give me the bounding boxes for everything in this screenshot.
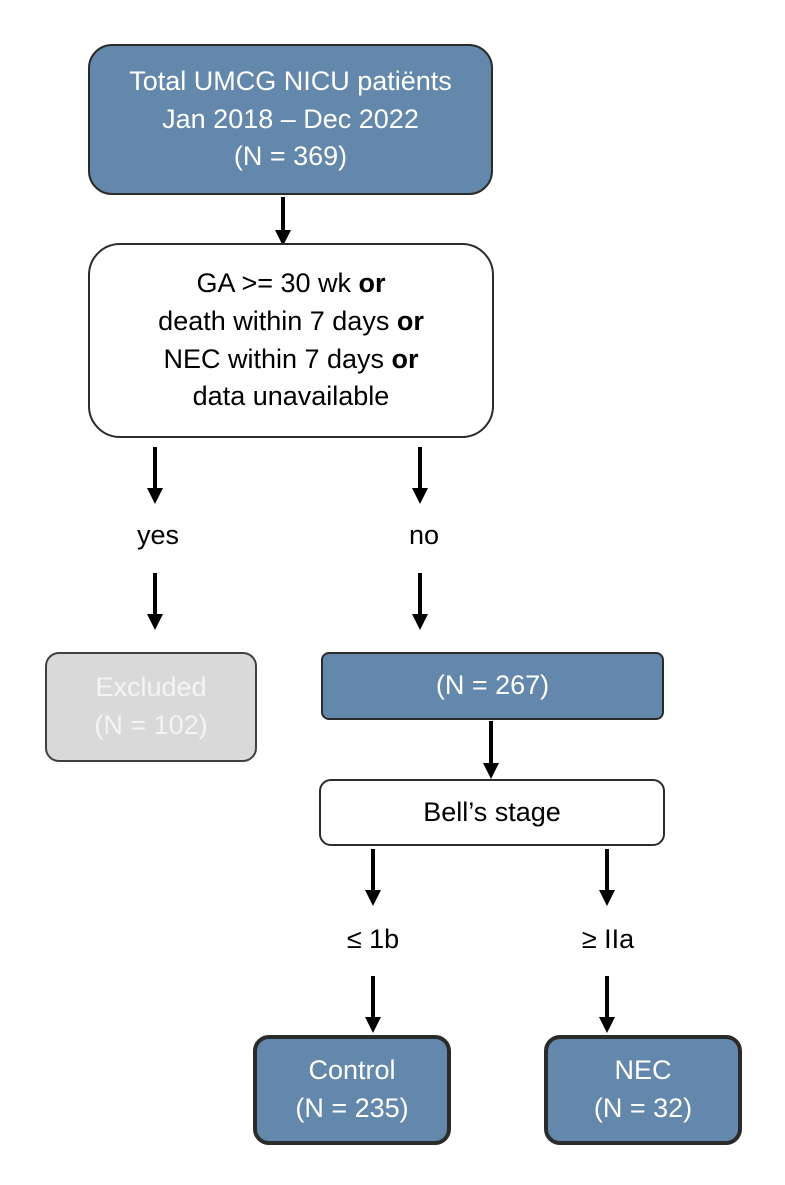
control-count: (N = 235)	[295, 1093, 409, 1123]
nec-box: NEC (N = 32)	[544, 1035, 742, 1145]
total-period: Jan 2018 – Dec 2022	[162, 103, 419, 134]
criteria-line-death: death within 7 days or	[158, 305, 424, 336]
total-count: (N = 369)	[233, 141, 348, 172]
control-box: Control (N = 235)	[253, 1035, 451, 1145]
excluded-count: (N = 102)	[94, 710, 208, 740]
criteria-line-data: data unavailable	[192, 381, 390, 412]
low-stage-label: ≤ 1b	[346, 924, 400, 954]
nec-title: NEC	[614, 1055, 672, 1086]
exclusion-criteria-box: GA >= 30 wk or death within 7 days or NE…	[88, 243, 494, 438]
bells-stage-box: Bell’s stage	[319, 779, 665, 846]
total-title: Total UMCG NICU patiënts	[129, 65, 452, 96]
control-title: Control	[308, 1055, 396, 1086]
criteria-line-nec: NEC within 7 days or	[163, 343, 419, 374]
included-count: (N = 267)	[435, 670, 550, 701]
no-label: no	[408, 520, 440, 550]
yes-label: yes	[136, 520, 180, 550]
bells-stage-label: Bell’s stage	[423, 796, 561, 827]
nec-count: (N = 32)	[593, 1093, 693, 1123]
total-patients-box: Total UMCG NICU patiënts Jan 2018 – Dec …	[88, 44, 493, 195]
included-box: (N = 267)	[321, 652, 664, 720]
criteria-line-ga: GA >= 30 wk or	[196, 267, 386, 298]
high-stage-label: ≥ IIa	[581, 924, 635, 954]
excluded-box: Excluded (N = 102)	[45, 652, 257, 762]
excluded-title: Excluded	[95, 672, 207, 703]
